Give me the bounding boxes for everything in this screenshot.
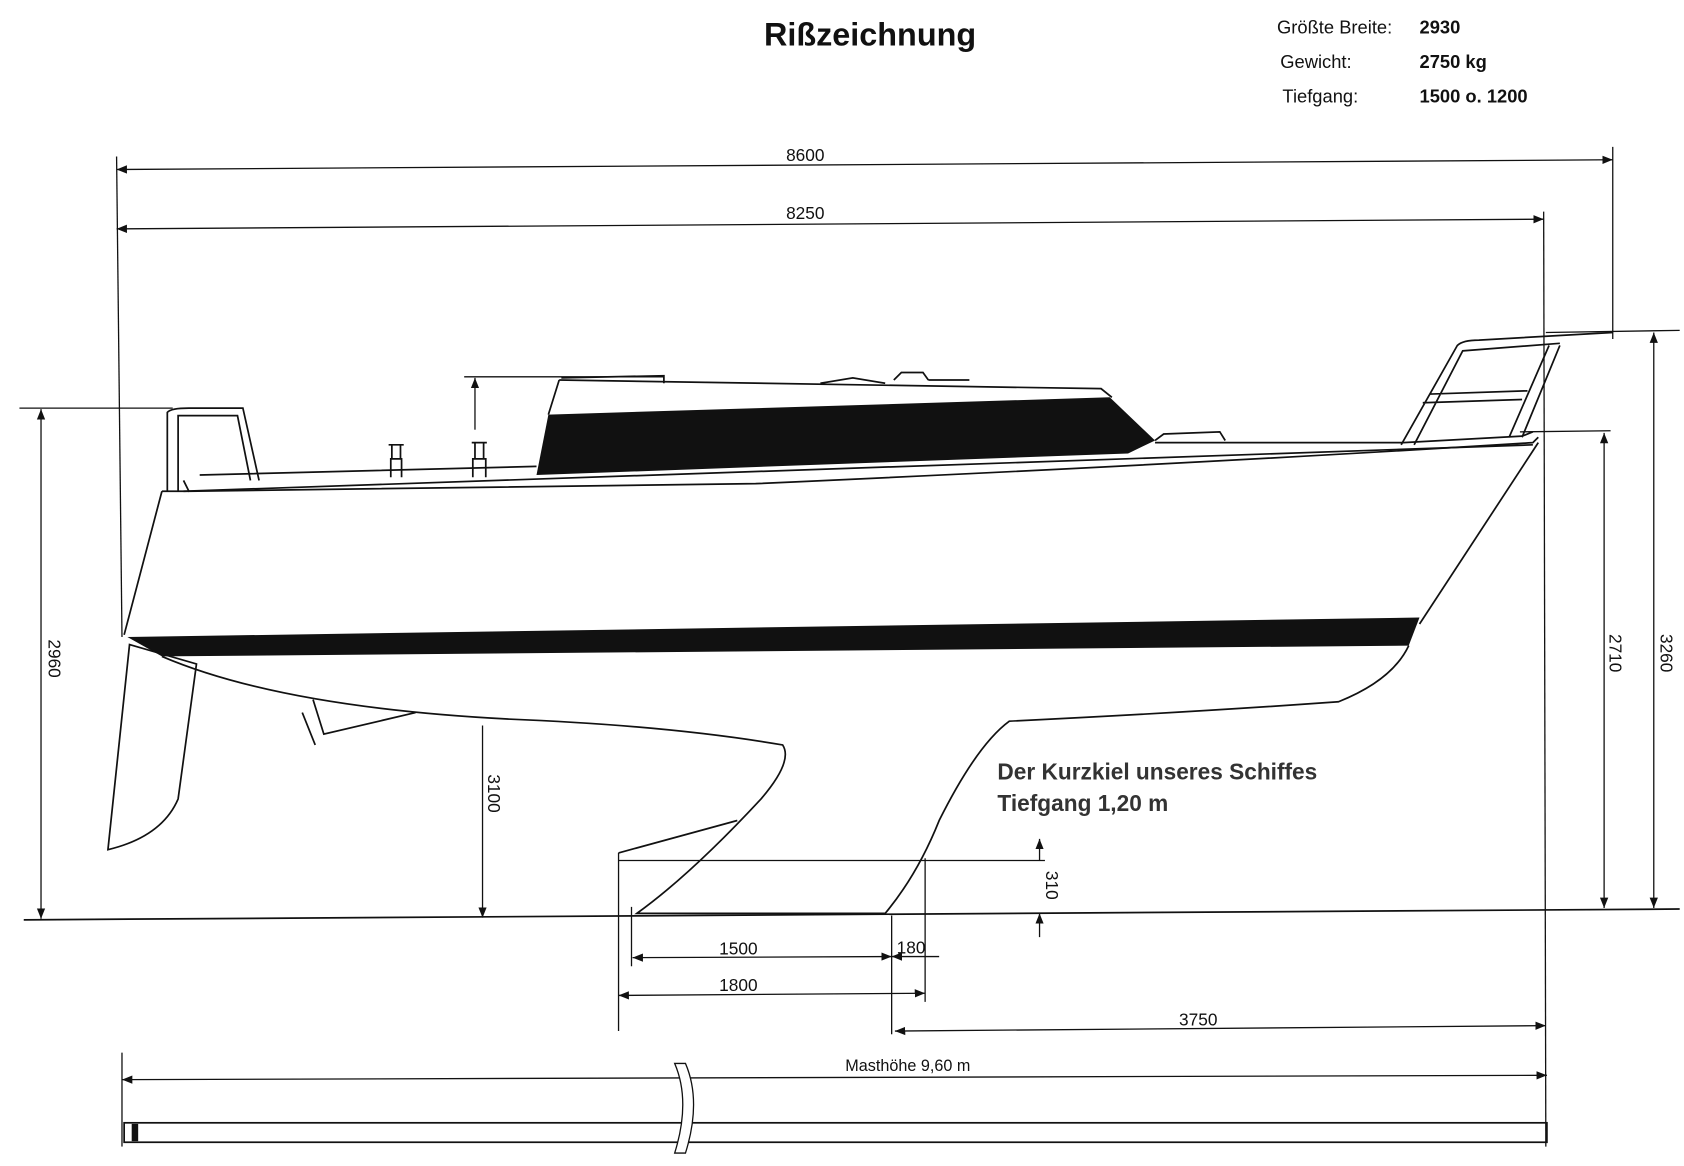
dim-8600: 8600 [786,145,824,165]
mast-height-label: Masthöhe 9,60 m [845,1057,970,1075]
extension-lines [19,146,1680,1147]
mast [123,1062,1548,1154]
cabin-window-band [536,397,1156,476]
dim-1500: 1500 [719,938,757,958]
waterline [23,908,1680,921]
dim-2960: 2960 [45,639,65,677]
winch-icon [388,441,487,478]
dim-2710: 2710 [1606,634,1626,672]
boat-hull [106,331,1613,915]
dim-3750: 3750 [1179,1010,1217,1030]
rudder [106,643,198,851]
spec-label-draft: Tiefgang: [1282,86,1358,107]
annotation-line-2: Tiefgang 1,20 m [997,790,1168,816]
spec-value-width: 2930 [1420,16,1461,37]
drawing-title: Rißzeichnung [764,16,976,52]
dim-8250: 8250 [786,203,824,223]
bow-pulpit [1400,331,1613,446]
dimension-lines [36,155,1658,1084]
propeller [301,699,416,746]
mast-break [673,1062,695,1154]
dim-180: 180 [897,937,926,957]
spec-value-draft: 1500 o. 1200 [1420,86,1528,107]
spec-value-weight: 2750 kg [1420,51,1487,72]
spec-label-weight: Gewicht: [1280,51,1351,72]
stern-pulpit [166,407,260,492]
annotation-line-1: Der Kurzkiel unseres Schiffes [997,758,1317,784]
dim-1800: 1800 [719,975,757,995]
spec-label-width: Größte Breite: [1277,16,1392,37]
dim-310: 310 [1042,871,1062,900]
spec-table: Größte Breite: 2930 Gewicht: 2750 kg Tie… [1277,16,1528,106]
boot-stripe [127,617,1420,657]
dim-3100: 3100 [484,774,504,812]
dim-3260: 3260 [1656,634,1676,672]
